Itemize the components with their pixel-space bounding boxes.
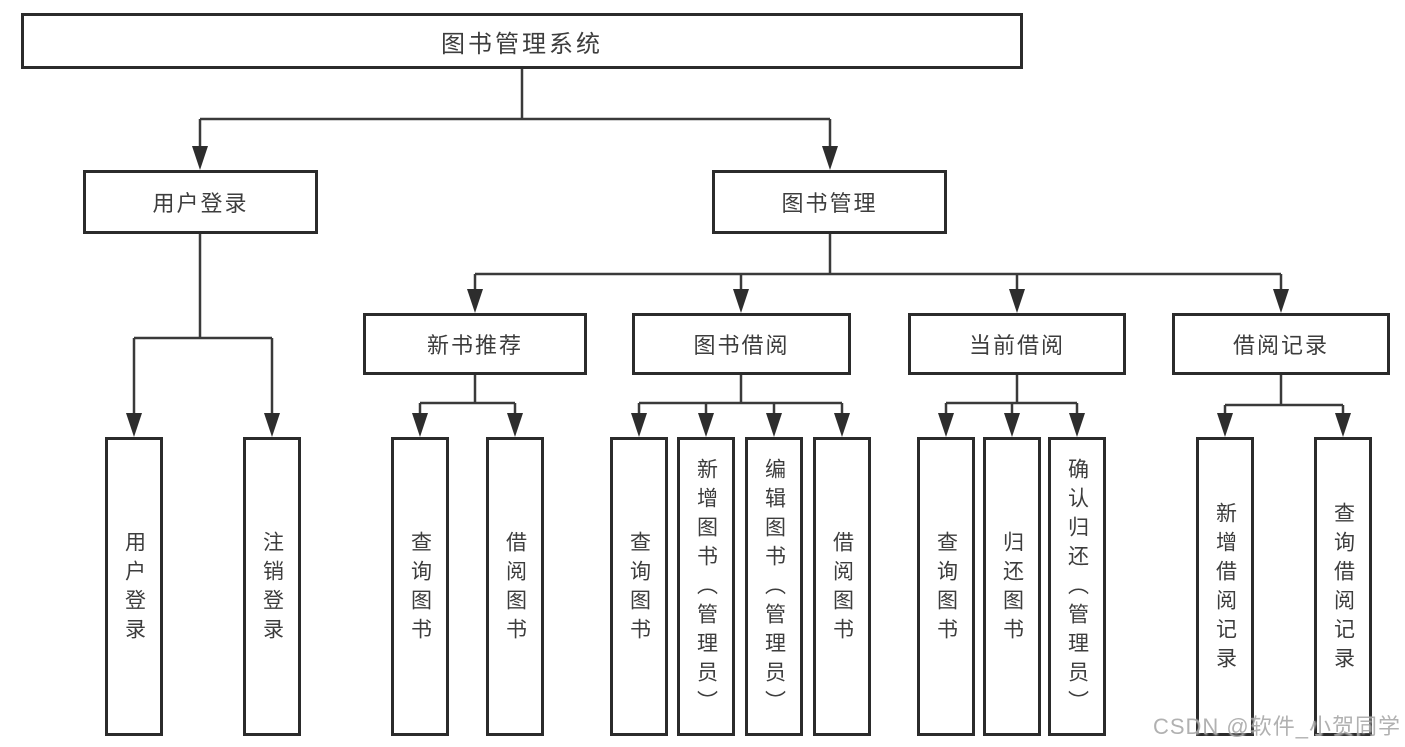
arrowhead-icon (1217, 413, 1233, 437)
arrowhead-icon (822, 146, 838, 170)
connector-book-mgmt-to-level3 (467, 234, 1289, 313)
connector-new-book-rec-to-leaves (412, 375, 523, 437)
leaf-query-borrow-record: 查询借阅记录 (1314, 437, 1372, 736)
node-book-management: 图书管理 (712, 170, 947, 234)
arrowhead-icon (1335, 413, 1351, 437)
leaf-query-books-2: 查询图书 (610, 437, 668, 736)
leaf-query-books-1: 查询图书 (391, 437, 449, 736)
connector-user-login-to-leaves (126, 234, 280, 437)
leaf-confirm-return-admin: 确认归还（管理员） (1048, 437, 1106, 736)
leaf-add-books-admin: 新增图书（管理员） (677, 437, 735, 736)
connector-borrow-records-to-leaves (1217, 375, 1351, 437)
arrowhead-icon (507, 413, 523, 437)
node-current-borrowing: 当前借阅 (908, 313, 1126, 375)
leaf-logout: 注销登录 (243, 437, 301, 736)
leaf-borrow-books-2: 借阅图书 (813, 437, 871, 736)
connector-book-borrow-to-leaves (631, 375, 850, 437)
arrowhead-icon (766, 413, 782, 437)
node-new-book-recommendation: 新书推荐 (363, 313, 587, 375)
leaf-user-login: 用户登录 (105, 437, 163, 736)
leaf-edit-books-admin: 编辑图书（管理员） (745, 437, 803, 736)
arrowhead-icon (467, 289, 483, 313)
watermark: CSDN @软件_小贺同学 (1152, 714, 1401, 739)
arrowhead-icon (1273, 289, 1289, 313)
connector-root-to-level2 (192, 69, 838, 170)
arrowhead-icon (1069, 413, 1085, 437)
connector-current-borrow-to-leaves (938, 375, 1085, 437)
leaf-borrow-books-1: 借阅图书 (486, 437, 544, 736)
node-borrowing-records: 借阅记录 (1172, 313, 1390, 375)
leaf-query-books-3: 查询图书 (917, 437, 975, 736)
arrowhead-icon (733, 289, 749, 313)
arrowhead-icon (698, 413, 714, 437)
node-book-borrowing: 图书借阅 (632, 313, 851, 375)
arrowhead-icon (412, 413, 428, 437)
arrowhead-icon (938, 413, 954, 437)
leaf-add-borrow-record: 新增借阅记录 (1196, 437, 1254, 736)
arrowhead-icon (631, 413, 647, 437)
arrowhead-icon (1004, 413, 1020, 437)
leaf-return-books: 归还图书 (983, 437, 1041, 736)
arrowhead-icon (192, 146, 208, 170)
arrowhead-icon (1009, 289, 1025, 313)
node-user-login: 用户登录 (83, 170, 318, 234)
arrowhead-icon (126, 413, 142, 437)
node-root-system: 图书管理系统 (21, 13, 1023, 69)
arrowhead-icon (264, 413, 280, 437)
arrowhead-icon (834, 413, 850, 437)
